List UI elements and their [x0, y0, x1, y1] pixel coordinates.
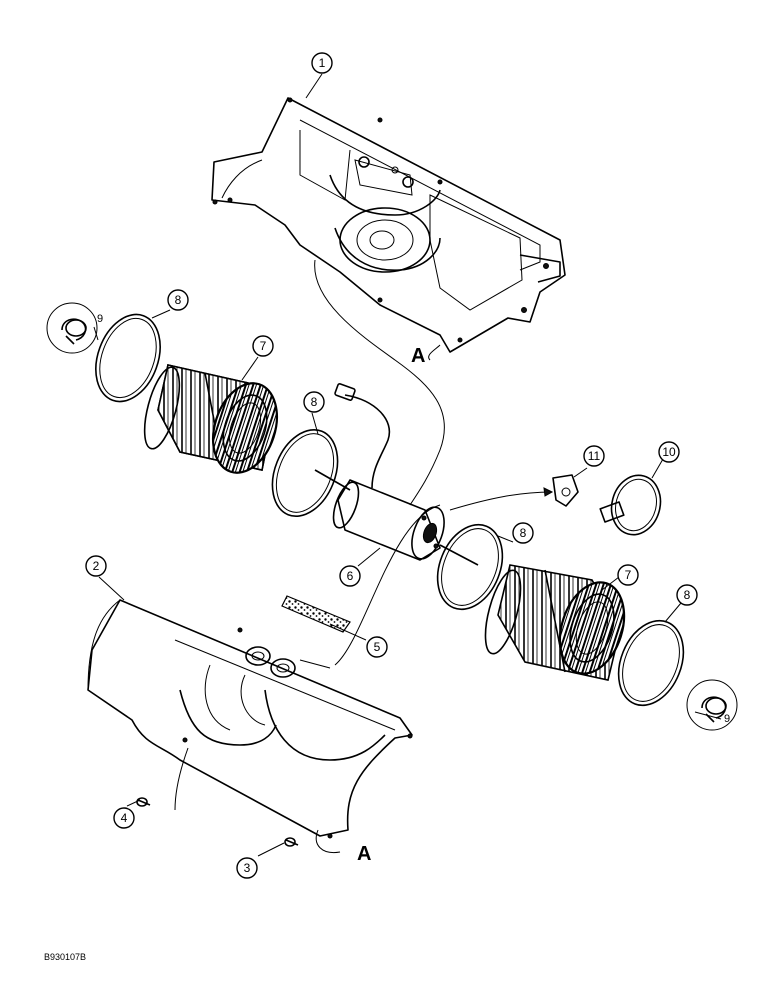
svg-text:8: 8	[684, 588, 691, 602]
screw-part-4	[136, 797, 151, 807]
screw-part-3	[284, 837, 299, 847]
callout-leaders	[93, 73, 722, 857]
mounting-clip	[552, 474, 579, 507]
retaining-ring-upper-left	[95, 313, 161, 403]
callout-7-lower: 7	[617, 564, 639, 586]
clamp-detail-lower	[686, 679, 738, 731]
blower-wheel-right	[484, 564, 626, 681]
svg-text:7: 7	[260, 339, 267, 353]
svg-text:11: 11	[588, 449, 601, 463]
svg-text:2: 2	[93, 559, 100, 573]
callout-7-upper: 7	[252, 335, 274, 357]
blower-motor	[314, 383, 479, 566]
callout-8-center-right: 8	[512, 522, 534, 544]
upper-housing-half	[211, 97, 566, 353]
reference-letter-a-upper: A	[411, 345, 425, 367]
callout-9-upper: 9	[97, 313, 103, 325]
svg-text:8: 8	[520, 526, 527, 540]
svg-text:5: 5	[374, 640, 381, 654]
callout-5: 5	[366, 636, 388, 658]
svg-text:6: 6	[347, 569, 354, 583]
callout-3: 3	[236, 857, 258, 879]
retaining-ring-center-right	[436, 523, 504, 611]
callout-6: 6	[339, 565, 361, 587]
wire-route-lower-right	[315, 829, 341, 854]
callout-2: 2	[85, 555, 107, 577]
blower-wheel-left	[143, 364, 278, 474]
callout-1: 1	[311, 52, 333, 74]
svg-text:1: 1	[319, 56, 326, 70]
svg-text:8: 8	[311, 395, 318, 409]
clamp-detail-upper	[46, 302, 98, 354]
svg-text:3: 3	[244, 861, 251, 875]
wire-route-line	[314, 259, 445, 506]
wire-route-lower-left	[174, 747, 189, 811]
lower-housing-half	[87, 599, 413, 839]
callout-8-center-left: 8	[303, 391, 325, 413]
callout-9-lower: 9	[724, 713, 730, 725]
hose-clamp	[599, 474, 662, 536]
callout-8-upper-left: 8	[167, 289, 189, 311]
svg-text:10: 10	[662, 445, 676, 459]
clip-pointer-line	[449, 491, 553, 511]
retaining-ring-lower-right	[617, 619, 685, 707]
svg-text:8: 8	[175, 293, 182, 307]
svg-text:7: 7	[625, 568, 632, 582]
callout-8-lower-right: 8	[676, 584, 698, 606]
callout-10: 10	[658, 441, 680, 463]
reference-letter-a-lower: A	[357, 843, 371, 865]
svg-text:4: 4	[121, 811, 128, 825]
retaining-ring-center-left	[271, 428, 339, 518]
foam-seal-strip	[281, 595, 351, 633]
callout-4: 4	[113, 807, 135, 829]
callout-11: 11	[583, 445, 605, 467]
reference-a-hook-upper	[428, 344, 441, 361]
figure-code: B930107B	[44, 952, 86, 962]
wire-route-middle	[334, 504, 441, 666]
